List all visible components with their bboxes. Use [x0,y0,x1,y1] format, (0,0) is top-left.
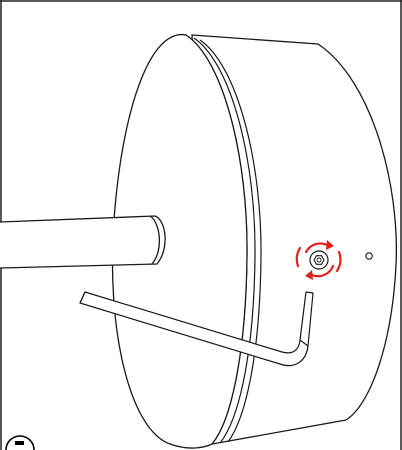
drum-front-face [111,34,248,449]
set-screw-icon [309,250,329,270]
rotate-arrowheads [305,240,334,280]
step-badge [5,435,35,450]
hex-key-icon [79,291,314,367]
side-hole-icon [365,252,373,260]
rotate-arrow-icon [295,242,342,278]
mounting-shaft [0,215,166,269]
